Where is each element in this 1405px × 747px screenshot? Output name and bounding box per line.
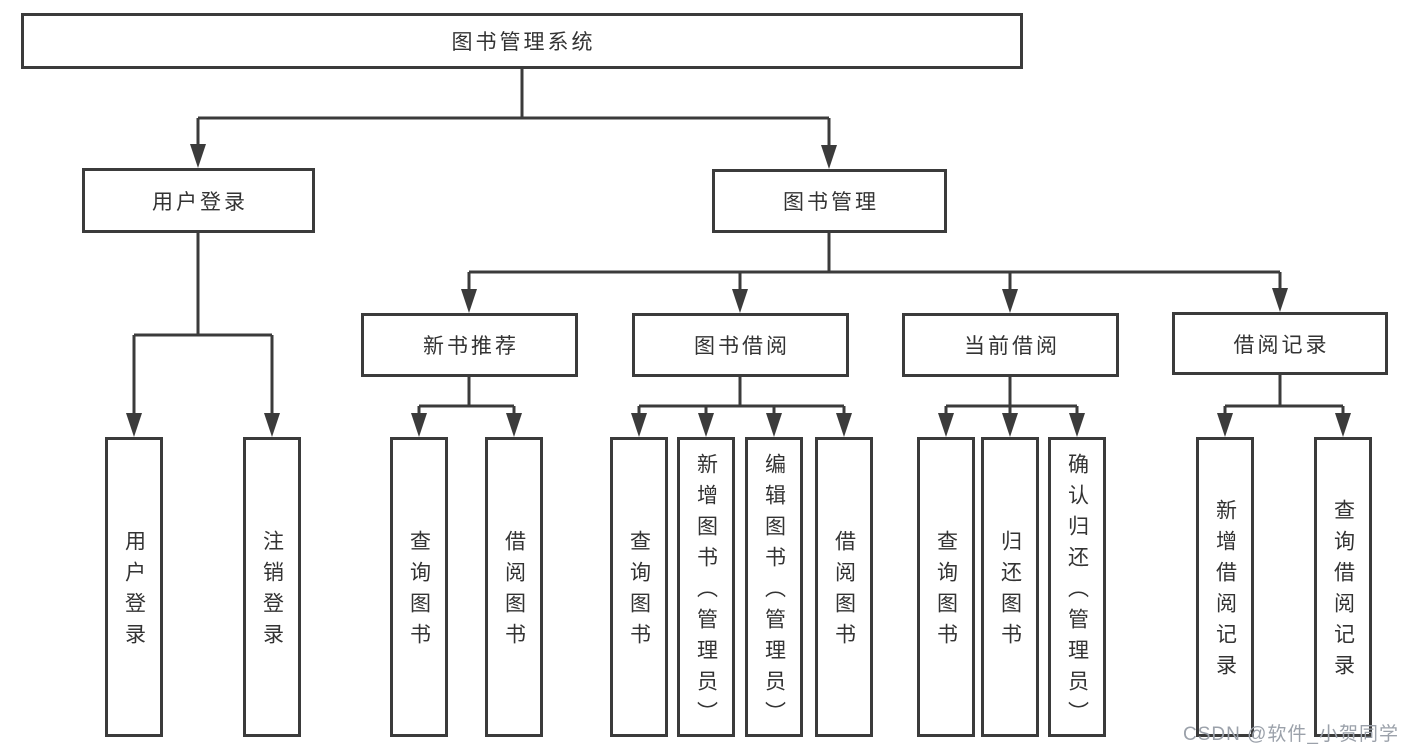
leaf-query-borrow-record: 查询借阅记录 <box>1314 437 1372 737</box>
node-new-book-recommend: 新书推荐 <box>361 313 578 377</box>
arrowhead <box>836 413 852 437</box>
arrowhead <box>1272 288 1288 312</box>
node-current-borrow-label: 当前借阅 <box>964 335 1060 358</box>
leaf-label: 编辑图书（管理员） <box>762 452 786 732</box>
leaf-borrow-books-recommend: 借阅图书 <box>485 437 543 737</box>
node-root-label: 图书管理系统 <box>451 31 596 54</box>
leaf-logout: 注销登录 <box>243 437 301 737</box>
leaf-label: 查询图书 <box>934 530 958 654</box>
node-book-management-label: 图书管理 <box>783 191 879 214</box>
arrowhead <box>766 413 782 437</box>
arrowhead <box>1002 289 1018 313</box>
leaf-label: 查询借阅记录 <box>1331 499 1355 685</box>
arrowhead <box>631 413 647 437</box>
node-borrow-records-label: 借阅记录 <box>1233 333 1330 357</box>
arrowhead <box>126 413 142 437</box>
arrowhead <box>732 289 748 313</box>
node-borrow-records: 借阅记录 <box>1172 312 1388 375</box>
leaf-label: 确认归还（管理员） <box>1065 452 1089 732</box>
leaf-label: 查询图书 <box>627 530 651 654</box>
leaf-query-books-current: 查询图书 <box>917 437 975 737</box>
leaf-borrow-books: 借阅图书 <box>815 437 873 737</box>
node-current-borrow: 当前借阅 <box>902 313 1119 377</box>
leaf-label: 借阅图书 <box>502 530 526 654</box>
arrowhead <box>411 413 427 437</box>
node-book-borrow: 图书借阅 <box>632 313 849 377</box>
arrowhead <box>461 289 477 313</box>
arrowhead <box>190 144 206 168</box>
csdn-watermark: CSDN @软件_小贺同学 <box>1183 724 1399 745</box>
arrowhead <box>821 145 837 169</box>
leaf-label: 查询图书 <box>407 530 431 654</box>
leaf-label: 归还图书 <box>998 530 1022 654</box>
leaf-label: 借阅图书 <box>832 530 856 654</box>
leaf-add-borrow-record: 新增借阅记录 <box>1196 437 1254 737</box>
node-new-book-recommend-label: 新书推荐 <box>423 335 519 358</box>
node-root: 图书管理系统 <box>21 13 1023 69</box>
node-user-login-label: 用户登录 <box>152 190 248 214</box>
leaf-label: 用户登录 <box>122 530 146 654</box>
arrowhead <box>698 413 714 437</box>
leaf-confirm-return-admin: 确认归还（管理员） <box>1048 437 1106 737</box>
leaf-label: 注销登录 <box>260 530 284 654</box>
node-book-management: 图书管理 <box>712 169 947 233</box>
arrowhead <box>938 413 954 437</box>
leaf-query-books-borrow: 查询图书 <box>610 437 668 737</box>
arrowhead <box>264 413 280 437</box>
arrowhead <box>1069 413 1085 437</box>
arrowhead <box>1002 413 1018 437</box>
node-user-login: 用户登录 <box>82 168 315 233</box>
leaf-add-books-admin: 新增图书（管理员） <box>677 437 735 737</box>
arrowhead <box>1217 413 1233 437</box>
leaf-user-login: 用户登录 <box>105 437 163 737</box>
leaf-label: 新增借阅记录 <box>1213 499 1237 685</box>
leaf-query-books-recommend: 查询图书 <box>390 437 448 737</box>
arrowhead <box>1335 413 1351 437</box>
arrowhead <box>506 413 522 437</box>
leaf-edit-books-admin: 编辑图书（管理员） <box>745 437 803 737</box>
leaf-label: 新增图书（管理员） <box>694 452 718 732</box>
node-book-borrow-label: 图书借阅 <box>694 335 790 358</box>
leaf-return-books: 归还图书 <box>981 437 1039 737</box>
